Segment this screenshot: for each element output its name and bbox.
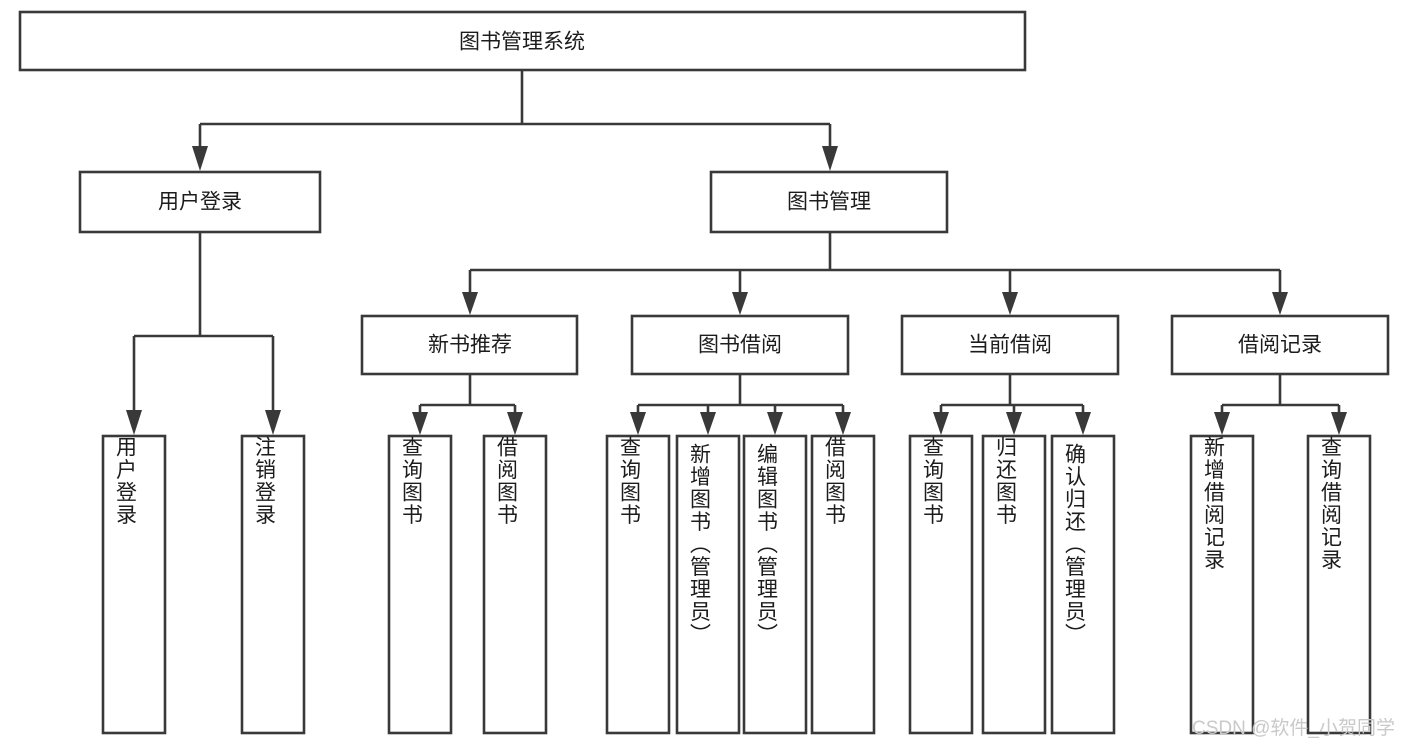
connector-group-book-borrow: [630, 374, 851, 435]
node-label-book-management: 图书管理: [787, 191, 871, 214]
node-box-leaf-borrow-book-1[interactable]: [482, 434, 548, 735]
arrowhead-current-borrow: [1002, 292, 1018, 315]
node-box-leaf-query-record[interactable]: [1306, 434, 1372, 735]
arrowhead-leaf-query-book-1: [412, 412, 428, 435]
arrowhead-leaf-add-record: [1214, 412, 1230, 435]
node-box-leaf-edit-book[interactable]: [742, 434, 808, 735]
arrowhead-leaf-user-login: [126, 410, 142, 435]
node-label-new-book-recommend: 新书推荐: [428, 334, 512, 357]
arrowhead-leaf-confirm-return: [1075, 412, 1091, 435]
arrowhead-book-borrow: [732, 292, 748, 315]
node-box-leaf-borrow-book-2[interactable]: [810, 434, 876, 735]
node-box-leaf-query-book-1[interactable]: [387, 434, 453, 735]
arrowhead-leaf-query-book-3: [933, 412, 949, 435]
node-label-user-login: 用户登录: [158, 191, 242, 214]
connector-group-root: [192, 70, 838, 171]
arrowhead-borrow-record: [1272, 292, 1288, 315]
arrowhead-leaf-query-book-2: [630, 412, 646, 435]
node-box-leaf-add-record[interactable]: [1189, 434, 1255, 735]
node-box-book-borrow[interactable]: [630, 314, 850, 376]
node-box-root[interactable]: [18, 10, 1027, 72]
arrowhead-leaf-add-book: [700, 412, 716, 435]
node-label-current-borrow: 当前借阅: [968, 334, 1052, 357]
node-label-book-borrow: 图书借阅: [698, 334, 782, 357]
arrowhead-leaf-logout: [265, 410, 281, 435]
connector-group-borrow-record: [1214, 374, 1347, 435]
node-box-new-book-recommend[interactable]: [360, 314, 579, 376]
node-box-book-management[interactable]: [709, 170, 949, 234]
arrowhead-new-book-recommend: [462, 292, 478, 315]
node-box-leaf-logout[interactable]: [240, 434, 306, 735]
arrowhead-leaf-query-record: [1331, 412, 1347, 435]
arrowhead-leaf-edit-book: [767, 412, 783, 435]
node-box-leaf-return-book[interactable]: [981, 434, 1047, 735]
node-box-current-borrow[interactable]: [900, 314, 1120, 376]
node-label-root: 图书管理系统: [459, 31, 585, 54]
node-box-leaf-add-book[interactable]: [675, 434, 741, 735]
node-box-borrow-record[interactable]: [1170, 314, 1390, 376]
node-box-user-login[interactable]: [78, 170, 322, 234]
node-box-leaf-query-book-2[interactable]: [605, 434, 671, 735]
node-box-leaf-confirm-return[interactable]: [1050, 434, 1116, 735]
arrowhead-user-login: [192, 146, 208, 171]
csdn-watermark: CSDN @软件_小贺同学: [1192, 718, 1395, 739]
connector-group-book-management: [462, 232, 1288, 315]
arrowhead-leaf-borrow-book-1: [507, 412, 523, 435]
connector-group-new-book-recommend: [412, 374, 523, 435]
arrowhead-book-management: [822, 146, 838, 171]
node-box-leaf-user-login[interactable]: [101, 434, 167, 735]
node-label-borrow-record: 借阅记录: [1238, 334, 1322, 357]
arrowhead-leaf-borrow-book-2: [835, 412, 851, 435]
connector-group-current-borrow: [933, 374, 1091, 435]
arrowhead-leaf-return-book: [1006, 412, 1022, 435]
connector-group-user-login: [126, 232, 281, 435]
node-box-leaf-query-book-3[interactable]: [908, 434, 974, 735]
